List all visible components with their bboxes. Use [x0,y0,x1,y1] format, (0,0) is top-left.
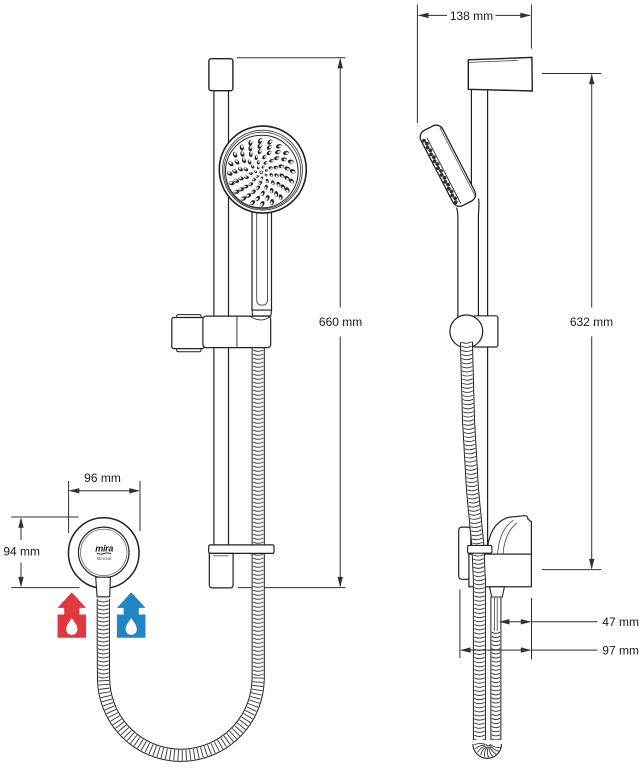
svg-text:47 mm: 47 mm [602,615,639,629]
svg-text:mira: mira [95,543,113,553]
svg-text:96 mm: 96 mm [84,471,121,485]
svg-text:660 mm: 660 mm [319,315,362,329]
svg-text:97 mm: 97 mm [602,644,639,658]
svg-text:Minimal: Minimal [97,556,111,561]
svg-text:94 mm: 94 mm [3,544,40,558]
svg-text:632 mm: 632 mm [570,315,613,329]
svg-text:138 mm: 138 mm [450,9,493,23]
